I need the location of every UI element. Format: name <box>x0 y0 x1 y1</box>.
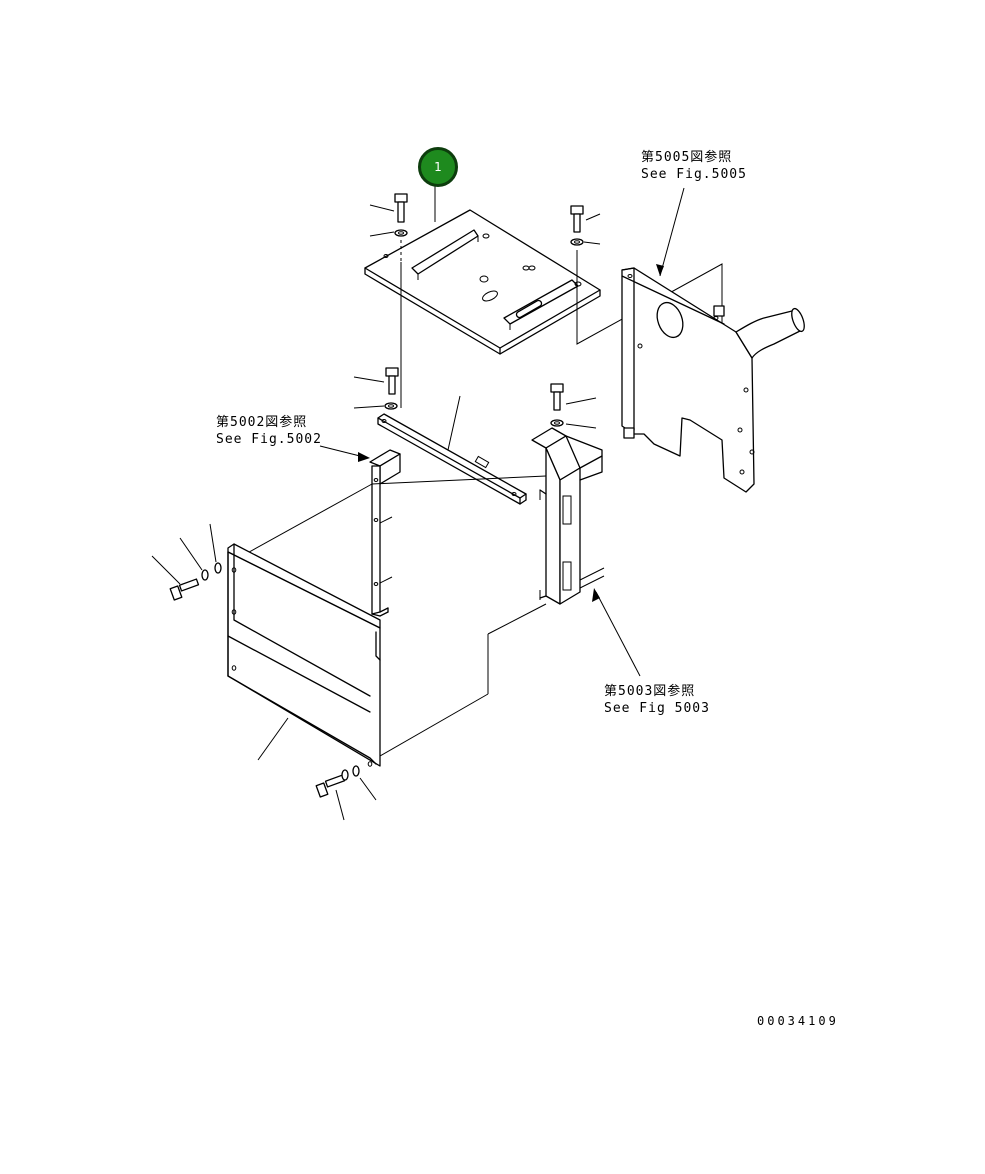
bolt-bottom <box>315 765 360 798</box>
side-panel <box>227 543 381 767</box>
leader-lines <box>151 180 685 821</box>
bolt-mid-right <box>550 383 564 427</box>
ref-5005-english: See Fig.5005 <box>641 167 747 182</box>
ref-5003-english: See Fig 5003 <box>604 701 710 716</box>
bolt-top-left <box>394 193 408 408</box>
item-number-label: 1 <box>434 160 442 174</box>
ref-5005-japanese: 第5005図参照 <box>641 150 733 165</box>
left-bracket <box>369 449 401 617</box>
cross-bar <box>377 413 527 505</box>
right-guard-panel <box>621 267 805 493</box>
ref-5002-english: See Fig.5002 <box>216 432 322 447</box>
box-outline <box>241 448 547 757</box>
bolt-mid-left <box>384 367 399 410</box>
ref-5002-japanese: 第5002図参照 <box>216 415 308 430</box>
ref-5003-japanese: 第5003図参照 <box>604 684 696 699</box>
top-cover-plate <box>364 209 601 355</box>
right-post <box>531 427 605 605</box>
bolt-side-left <box>169 562 222 601</box>
document-id: 00034109 <box>757 1014 839 1028</box>
item-number-badge[interactable]: 1 <box>418 147 458 187</box>
